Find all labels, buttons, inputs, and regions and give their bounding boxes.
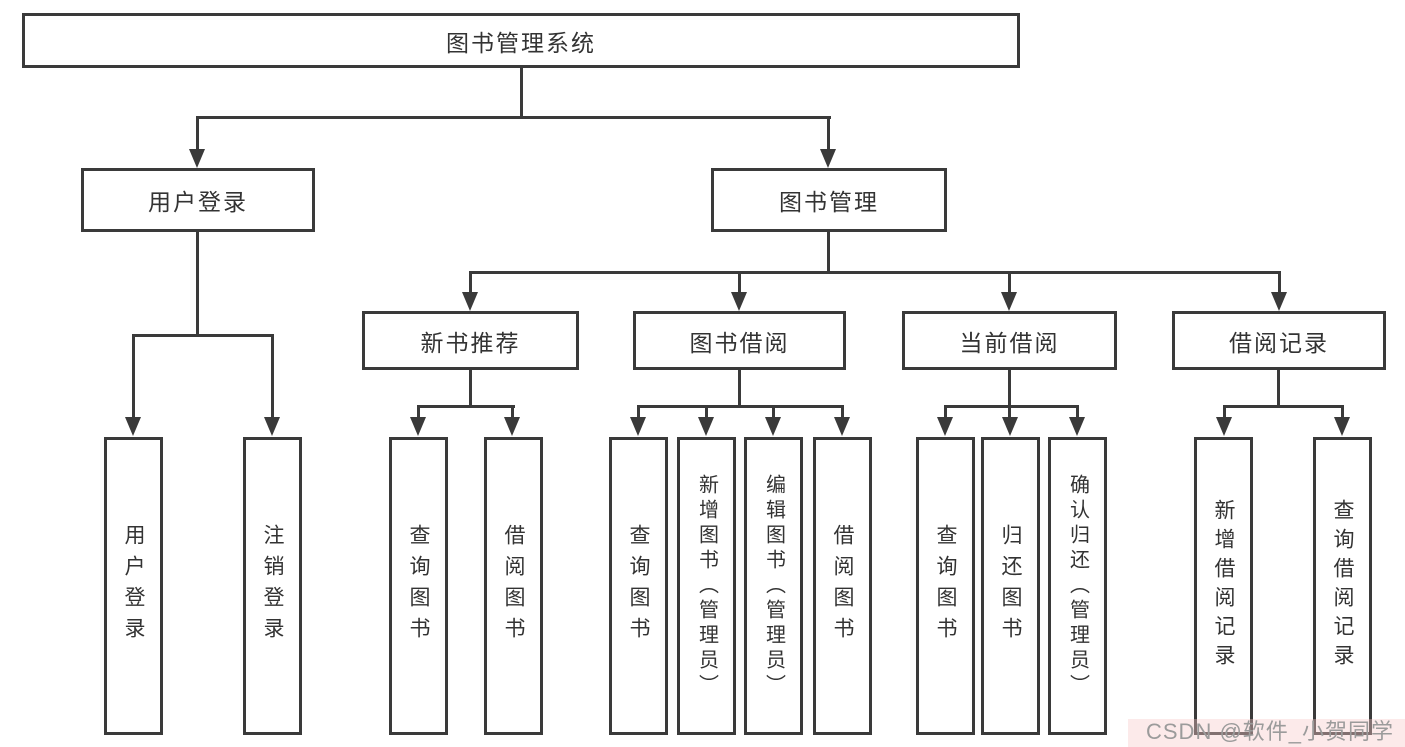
node-book-borrow: 图书借阅: [633, 311, 846, 370]
arrow-down-icon: [1216, 417, 1232, 436]
leaf-add-borrow-record: 新增借阅记录: [1194, 437, 1253, 735]
node-book-borrow-label: 图书借阅: [689, 329, 790, 356]
arrow-down-icon: [125, 417, 141, 436]
arrow-down-icon: [462, 292, 478, 311]
connector-line: [469, 370, 472, 407]
arrow-down-icon: [1001, 292, 1017, 311]
arrow-down-icon: [937, 417, 953, 436]
watermark-band: [1128, 719, 1405, 747]
leaf-borrow-books-label: 借阅图书: [831, 524, 854, 648]
leaf-borrow-books-recommend-label: 借阅图书: [502, 524, 525, 648]
leaf-query-borrow-record-label: 查询借阅记录: [1331, 499, 1354, 673]
leaf-query-books-recommend: 查询图书: [389, 437, 448, 735]
leaf-query-books-borrow: 查询图书: [609, 437, 668, 735]
connector-line: [827, 232, 830, 274]
arrow-down-icon: [1271, 292, 1287, 311]
node-root-label: 图书管理系统: [446, 29, 596, 56]
connector-line: [271, 334, 274, 420]
leaf-add-borrow-record-label: 新增借阅记录: [1212, 499, 1235, 673]
connector-line: [511, 405, 514, 420]
leaf-query-books-current-label: 查询图书: [934, 524, 957, 648]
leaf-logout: 注销登录: [243, 437, 302, 735]
connector-line: [196, 232, 199, 336]
connector-line: [944, 405, 947, 420]
connector-line: [772, 405, 775, 420]
leaf-query-borrow-record: 查询借阅记录: [1313, 437, 1372, 735]
connector-line: [705, 405, 708, 420]
leaf-borrow-books-recommend: 借阅图书: [484, 437, 543, 735]
node-new-book-recommend: 新书推荐: [362, 311, 579, 370]
connector-line: [1223, 405, 1226, 420]
node-book-management-label: 图书管理: [779, 189, 879, 215]
arrow-down-icon: [264, 417, 280, 436]
node-book-management: 图书管理: [711, 168, 947, 232]
leaf-confirm-return-admin: 确认归还（管理员）: [1048, 437, 1107, 735]
node-current-borrow: 当前借阅: [902, 311, 1117, 370]
node-new-book-recommend-label: 新书推荐: [420, 329, 521, 356]
node-root: 图书管理系统: [22, 13, 1020, 68]
arrow-down-icon: [410, 417, 426, 436]
leaf-user-login-label: 用户登录: [122, 524, 145, 648]
connector-line: [1076, 405, 1079, 420]
leaf-user-login: 用户登录: [104, 437, 163, 735]
arrow-down-icon: [630, 417, 646, 436]
leaf-query-books-current: 查询图书: [916, 437, 975, 735]
leaf-edit-book-admin-label: 编辑图书（管理员）: [762, 473, 785, 699]
arrow-down-icon: [504, 417, 520, 436]
arrow-down-icon: [820, 149, 836, 168]
connector-line: [1223, 405, 1344, 408]
arrow-down-icon: [1002, 417, 1018, 436]
leaf-borrow-books: 借阅图书: [813, 437, 872, 735]
connector-line: [637, 405, 844, 408]
connector-line: [1008, 370, 1011, 407]
node-user-login-label: 用户登录: [148, 189, 248, 215]
leaf-edit-book-admin: 编辑图书（管理员）: [744, 437, 803, 735]
arrow-down-icon: [189, 149, 205, 168]
leaf-query-books-recommend-label: 查询图书: [407, 524, 430, 648]
connector-line: [469, 271, 472, 296]
connector-line: [738, 370, 741, 407]
leaf-return-book: 归还图书: [981, 437, 1040, 735]
connector-line: [637, 405, 640, 420]
arrow-down-icon: [834, 417, 850, 436]
arrow-down-icon: [1069, 417, 1085, 436]
connector-line: [944, 405, 1079, 408]
leaf-add-book-admin: 新增图书（管理员）: [677, 437, 736, 735]
connector-line: [196, 116, 831, 119]
connector-line: [1008, 405, 1011, 420]
connector-line: [738, 271, 741, 296]
connector-line: [520, 66, 523, 119]
leaf-query-books-borrow-label: 查询图书: [627, 524, 650, 648]
arrow-down-icon: [765, 417, 781, 436]
connector-line: [132, 334, 135, 420]
connector-line: [1008, 271, 1011, 296]
connector-line: [827, 116, 830, 154]
arrow-down-icon: [731, 292, 747, 311]
arrow-down-icon: [1334, 417, 1350, 436]
connector-line: [1278, 271, 1281, 296]
connector-line: [196, 116, 199, 154]
arrow-down-icon: [698, 417, 714, 436]
connector-line: [417, 405, 420, 420]
node-borrow-records: 借阅记录: [1172, 311, 1386, 370]
node-current-borrow-label: 当前借阅: [959, 329, 1060, 356]
connector-line: [417, 405, 515, 408]
connector-line: [469, 271, 1281, 274]
watermark: CSDN @软件_小贺同学: [1146, 719, 1395, 744]
connector-line: [841, 405, 844, 420]
connector-line: [132, 334, 274, 337]
leaf-logout-label: 注销登录: [261, 524, 284, 648]
connector-line: [1277, 370, 1280, 407]
connector-line: [1341, 405, 1344, 420]
leaf-add-book-admin-label: 新增图书（管理员）: [695, 473, 718, 699]
node-borrow-records-label: 借阅记录: [1229, 329, 1329, 356]
node-user-login: 用户登录: [81, 168, 315, 232]
leaf-return-book-label: 归还图书: [999, 524, 1022, 648]
leaf-confirm-return-admin-label: 确认归还（管理员）: [1066, 473, 1089, 699]
